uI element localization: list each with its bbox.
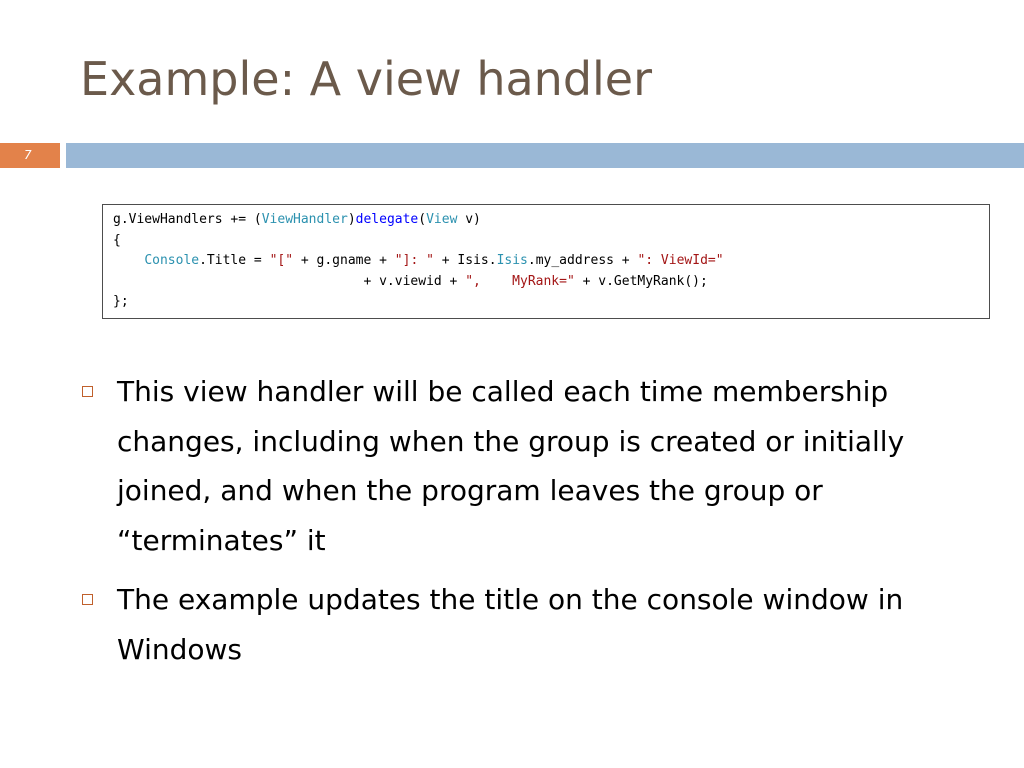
hollow-square-bullet-icon (82, 386, 93, 397)
code-token: ", MyRank=" (465, 273, 575, 289)
code-token: ( (418, 212, 427, 227)
code-token: Console (144, 253, 200, 268)
code-token: Isis (496, 253, 528, 268)
code-token: }; (113, 294, 129, 309)
code-line: }; (113, 292, 979, 313)
bullet-text: This view handler will be called each ti… (117, 375, 905, 557)
code-token: + g.gname + (293, 253, 395, 268)
code-line: { (113, 231, 979, 252)
slide-title: Example: A view handler (80, 52, 653, 106)
bullet-list: This view handler will be called each ti… (82, 367, 942, 684)
code-token: .my_address + (527, 253, 638, 268)
header-bar (66, 143, 1024, 168)
bullet-item: The example updates the title on the con… (82, 575, 942, 674)
code-token: v) (457, 212, 481, 227)
code-token: .Title = (199, 253, 270, 268)
code-token: g.ViewHandlers += ( (113, 212, 262, 227)
code-token: + Isis. (433, 253, 497, 268)
code-token: ) (347, 212, 356, 227)
slide-number: 7 (0, 143, 60, 168)
bullet-text: The example updates the title on the con… (117, 583, 904, 666)
code-token: + v.GetMyRank(); (574, 273, 708, 289)
code-line: g.ViewHandlers += (ViewHandler)delegate(… (113, 210, 979, 231)
code-line: Console.Title = "[" + g.gname + "]: " + … (113, 251, 979, 272)
code-token: ": ViewId=" (637, 253, 724, 268)
code-token: "[" (269, 253, 294, 268)
code-token (113, 253, 144, 268)
code-token: "]: " (394, 253, 434, 268)
code-token: delegate (355, 212, 419, 227)
code-token: + v.viewid + (113, 273, 466, 289)
code-line: + v.viewid + ", MyRank=" + v.GetMyRank()… (113, 272, 979, 293)
code-token: View (426, 212, 458, 227)
bullet-item: This view handler will be called each ti… (82, 367, 942, 565)
code-block: g.ViewHandlers += (ViewHandler)delegate(… (102, 204, 990, 319)
hollow-square-bullet-icon (82, 594, 93, 605)
code-token: ViewHandler (261, 212, 348, 227)
code-token: { (113, 232, 121, 248)
